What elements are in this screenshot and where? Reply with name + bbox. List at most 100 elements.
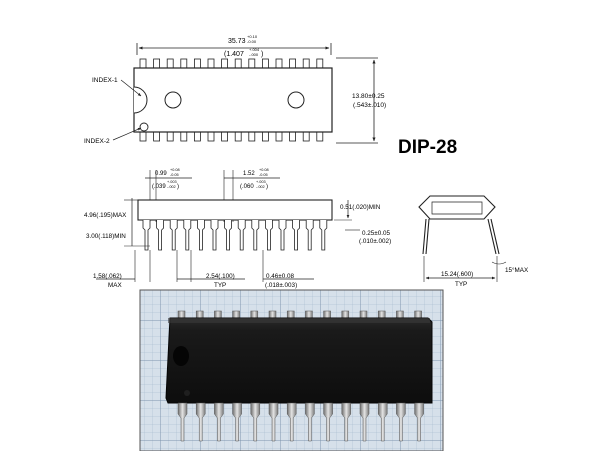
top-pin	[275, 58, 283, 69]
top-pin	[139, 58, 147, 69]
svg-text:): )	[177, 184, 179, 190]
lead-thickness-inch: (.010±.002)	[359, 238, 391, 245]
svg-text:+.003: +.003	[256, 180, 266, 184]
top-pin	[180, 58, 188, 69]
row-spacing: 15.24(.600)	[441, 271, 473, 278]
side-lead	[210, 220, 219, 251]
bottom-pin	[248, 131, 256, 142]
svg-text:-0.05: -0.05	[170, 173, 179, 177]
index-2-dot	[139, 122, 149, 132]
length-inch-tolerance-plus: +.004	[249, 47, 260, 52]
top-pin	[248, 58, 256, 69]
photo-notch	[173, 346, 189, 366]
side-lead	[319, 220, 328, 251]
photo-front-pin	[232, 402, 242, 442]
photo-front-pin	[305, 402, 315, 442]
photo-front-pin	[396, 402, 406, 442]
width-dimension-inch: (.543±.010)	[353, 102, 386, 109]
top-view-lower-pins	[139, 131, 324, 142]
end-view: 15.24(.600) TYP 15°MAX	[418, 195, 529, 288]
side-lead	[156, 220, 164, 251]
bottom-pin	[234, 131, 242, 142]
photo-front-pin	[359, 402, 370, 442]
side-view-body	[137, 199, 333, 221]
top-pin	[193, 58, 201, 69]
bottom-pin	[153, 131, 161, 142]
side-lead	[278, 220, 287, 251]
svg-text:+0.08: +0.08	[170, 168, 180, 172]
photo-front-pin	[414, 402, 424, 442]
svg-text:+0.08: +0.08	[259, 168, 269, 172]
top-view-upper-pins	[139, 58, 324, 69]
index-2-label: INDEX-2	[84, 138, 110, 145]
side-lead	[265, 220, 273, 251]
top-pin	[302, 58, 310, 69]
side-lead	[237, 220, 246, 251]
bottom-pin	[180, 131, 188, 142]
top-pin	[234, 58, 242, 69]
end-lead-max-label: MAX	[108, 282, 122, 289]
shoulder-width-inch: (.060	[240, 184, 254, 190]
length-inch-tolerance-minus: -.000	[249, 52, 259, 57]
standoff-min: 0.51(.020)MIN	[340, 204, 381, 211]
height-max: 4.96(.195)MAX	[84, 212, 127, 219]
bottom-pin	[261, 131, 269, 142]
index-notch	[133, 86, 148, 114]
side-lead	[169, 220, 178, 251]
bottom-pin	[221, 131, 229, 142]
lead-diameter-inch: (.018±.003)	[265, 282, 297, 289]
end-view-body	[418, 195, 496, 220]
side-view: 0.99 +0.08 -0.05 (.039 +.003 -.002 ) 1.5…	[84, 168, 391, 289]
top-pin	[316, 58, 324, 69]
side-lead	[292, 220, 300, 251]
width-dimension-mm: 13.80±0.25	[352, 93, 385, 100]
bottom-pin	[275, 131, 283, 142]
ejector-mark-right	[287, 91, 305, 109]
top-pin	[261, 58, 269, 69]
photo-front-pin	[268, 402, 279, 442]
end-lead-max: 1.58(.062)	[93, 273, 122, 280]
side-view-leads	[142, 220, 328, 251]
photo-front-pin	[214, 402, 224, 442]
bottom-pin	[316, 131, 324, 142]
package-title: DIP-28	[398, 137, 457, 158]
top-pin	[153, 58, 161, 69]
photo-front-pin	[250, 402, 261, 442]
photo-front-pins	[177, 402, 424, 442]
lead-angle: 15°MAX	[505, 266, 529, 274]
side-lead	[142, 220, 151, 251]
photo-front-pin	[177, 402, 188, 442]
bottom-pin	[289, 131, 297, 142]
bottom-pin	[207, 131, 215, 142]
bottom-pin	[193, 131, 201, 142]
top-view: 35.73 +0.10 -0.00 (1.407 +.004 -.000 ) I…	[84, 34, 386, 145]
photo-front-pin	[377, 402, 388, 442]
row-spacing-label: TYP	[455, 281, 467, 288]
ejector-mark-left	[164, 91, 182, 109]
length-dimension-inch: (1.407	[224, 51, 244, 58]
index-1-label: INDEX-1	[92, 77, 118, 84]
svg-text:): )	[266, 184, 268, 190]
lead-width: 0.99	[155, 171, 167, 177]
side-lead	[183, 220, 192, 251]
lead-thickness: 0.25±0.05	[362, 230, 390, 237]
length-dimension: 35.73	[228, 38, 246, 45]
length-inch-close: )	[261, 51, 263, 58]
chip-photo	[139, 289, 444, 452]
photo-front-pin	[323, 402, 333, 442]
end-view-right-lead	[487, 218, 497, 255]
end-view-left-lead	[422, 218, 427, 255]
lead-diameter: 0.46±0.08	[266, 273, 294, 280]
length-tolerance-minus: -0.00	[247, 39, 257, 44]
shoulder-width: 1.52	[243, 171, 255, 177]
side-lead	[224, 220, 232, 251]
bottom-pin	[166, 131, 174, 142]
top-pin	[207, 58, 215, 69]
lead-pitch-label: TYP	[214, 282, 226, 289]
lead-width-inch: (.039	[152, 184, 166, 190]
length-tolerance-plus: +0.10	[247, 34, 258, 39]
lead-pitch: 2.54(.100)	[206, 273, 235, 280]
bottom-pin	[139, 131, 147, 142]
